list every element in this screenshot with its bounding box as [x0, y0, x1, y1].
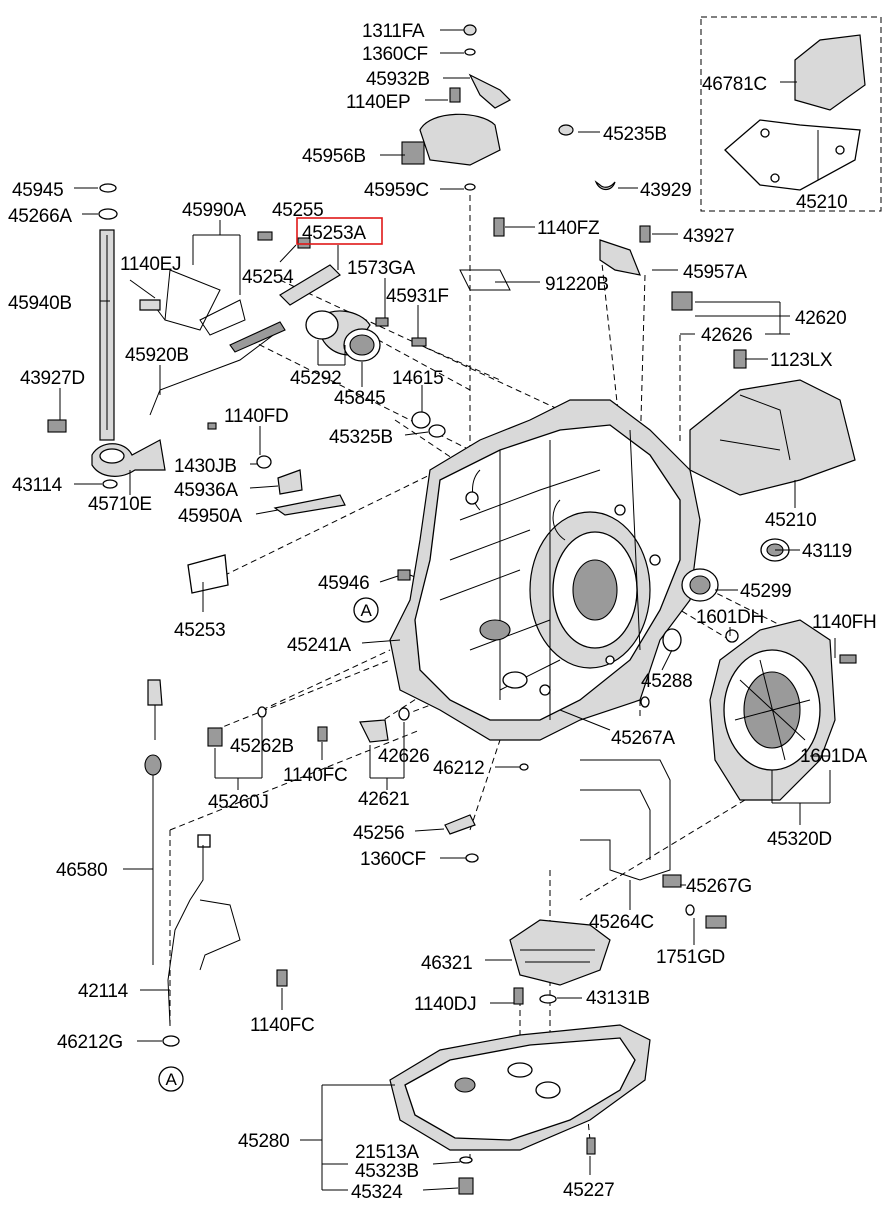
- label-45957a: 45957A: [683, 262, 747, 283]
- label-45710e: 45710E: [88, 494, 152, 515]
- label-43119: 43119: [802, 541, 852, 562]
- manual-shaft-assembly: [47, 183, 286, 489]
- reference-marker-a-bottom: A: [158, 1066, 184, 1092]
- label-1140fd: 1140FD: [224, 406, 288, 427]
- label-45256: 45256: [353, 823, 404, 844]
- oil-pan: [389, 1024, 651, 1195]
- label-1140ep: 1140EP: [346, 92, 410, 113]
- small-hardware: [187, 231, 695, 916]
- bracket-subassembly-box: [700, 16, 882, 212]
- label-1601da: 1601DA: [800, 746, 867, 767]
- label-42626-mid: 42626: [378, 746, 429, 767]
- label-1360cf-top: 1360CF: [362, 44, 428, 65]
- label-45267a: 45267A: [611, 728, 675, 749]
- label-1123lx: 1123LX: [770, 350, 833, 371]
- label-1601dh: 1601DH: [696, 607, 764, 628]
- label-45253a: 45253A: [302, 223, 366, 244]
- label-45210-main: 45210: [765, 510, 816, 531]
- transmission-case: [389, 399, 701, 741]
- oil-pipes: [580, 759, 727, 929]
- label-45299: 45299: [740, 581, 791, 602]
- inhibitor-switch-assembly: [401, 24, 616, 191]
- label-46212g: 46212G: [57, 1032, 123, 1053]
- label-1140fc-low: 1140FC: [250, 1015, 314, 1036]
- label-46580: 46580: [56, 860, 107, 881]
- label-45940b: 45940B: [8, 293, 72, 314]
- label-45990a: 45990A: [182, 200, 246, 221]
- label-1140fc-mid: 1140FC: [283, 765, 347, 786]
- label-42114: 42114: [78, 981, 129, 1002]
- reference-marker-a-top: A: [353, 597, 379, 623]
- label-45946: 45946: [318, 573, 369, 594]
- label-45932b: 45932B: [366, 69, 430, 90]
- label-45936a: 45936A: [174, 480, 238, 501]
- converter-cover: [709, 619, 857, 801]
- label-43927d: 43927D: [20, 368, 85, 389]
- label-45959c: 45959C: [364, 180, 429, 201]
- part-labels: 1311FA 1360CF 45932B 1140EP 45956B 45959…: [8, 21, 877, 1203]
- label-45254: 45254: [242, 267, 294, 288]
- label-1140fh: 1140FH: [812, 612, 876, 633]
- label-42621: 42621: [358, 789, 409, 810]
- label-43114: 43114: [12, 475, 63, 496]
- label-45931f: 45931F: [386, 286, 449, 307]
- label-1430jb: 1430JB: [174, 456, 237, 477]
- label-46212: 46212: [433, 758, 484, 779]
- label-45323b: 45323B: [355, 1161, 419, 1182]
- svg-text:A: A: [360, 601, 372, 620]
- right-side-parts: [459, 217, 790, 652]
- label-45260j: 45260J: [208, 792, 269, 813]
- label-45292: 45292: [290, 368, 341, 389]
- label-45255: 45255: [272, 200, 323, 221]
- label-42620: 42620: [795, 308, 846, 329]
- dipstick-and-tube: [144, 679, 288, 1047]
- label-1360cf-low: 1360CF: [360, 849, 426, 870]
- label-45325b: 45325B: [329, 427, 393, 448]
- label-45956b: 45956B: [302, 146, 366, 167]
- label-43131b: 43131B: [586, 988, 650, 1009]
- label-45266a: 45266A: [8, 206, 72, 227]
- label-42626-top: 42626: [701, 325, 752, 346]
- label-1751gd: 1751GD: [656, 947, 725, 968]
- label-43927: 43927: [683, 226, 734, 247]
- label-45845: 45845: [334, 388, 385, 409]
- label-45950a: 45950A: [178, 506, 242, 527]
- label-14615: 14615: [392, 368, 443, 389]
- label-45288: 45288: [641, 671, 692, 692]
- svg-text:A: A: [165, 1070, 177, 1089]
- label-45320d: 45320D: [767, 829, 832, 850]
- label-45264c: 45264C: [589, 912, 654, 933]
- label-45920b: 45920B: [125, 345, 189, 366]
- label-45210-box: 45210: [796, 192, 847, 213]
- engine-mount-bracket: [689, 34, 866, 496]
- label-1573ga: 1573GA: [347, 258, 416, 279]
- label-43929: 43929: [640, 180, 691, 201]
- label-45280: 45280: [238, 1131, 289, 1152]
- oil-filter: [509, 919, 611, 1005]
- label-45253: 45253: [174, 620, 225, 641]
- label-91220b: 91220B: [545, 274, 609, 295]
- label-21513a: 21513A: [355, 1142, 419, 1163]
- label-46781c: 46781C: [702, 74, 767, 95]
- highlight-box-45253a: [296, 217, 383, 245]
- label-1140dj: 1140DJ: [414, 994, 476, 1015]
- label-1140ej: 1140EJ: [120, 254, 181, 275]
- label-45235b: 45235B: [603, 124, 667, 145]
- label-45945: 45945: [12, 180, 63, 201]
- label-46321: 46321: [421, 953, 472, 974]
- label-45262b: 45262B: [230, 736, 294, 757]
- label-1140fz: 1140FZ: [537, 218, 600, 239]
- label-1311fa: 1311FA: [362, 21, 425, 42]
- leader-lines: [59, 29, 836, 1191]
- label-45324: 45324: [351, 1182, 403, 1203]
- label-45241a: 45241A: [287, 635, 351, 656]
- label-45267g: 45267G: [686, 876, 752, 897]
- label-45227: 45227: [563, 1180, 614, 1201]
